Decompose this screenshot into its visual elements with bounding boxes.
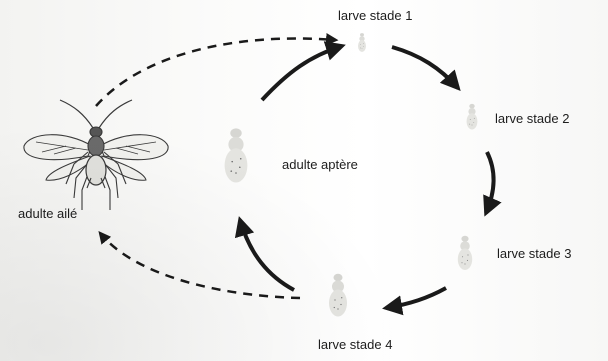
aphid-wingless-adult-icon [204, 101, 269, 196]
aphid-winged-adult-icon [24, 100, 168, 210]
aphid-larva-stage1-icon [351, 24, 373, 57]
dashed-arrow-aile-to-stade1 [96, 38, 336, 106]
aphid-larva-stage3-icon [445, 218, 486, 278]
label-adulte-aile: adulte ailé [18, 206, 77, 221]
aphid-larva-stage4-icon [313, 252, 364, 327]
dashed-arrow-stade4-to-aile [100, 233, 300, 298]
label-larve-stade-1: larve stade 1 [338, 8, 412, 23]
label-adulte-aptere: adulte aptère [282, 157, 358, 172]
solid-arrow-aptere-to-stade1 [262, 46, 342, 100]
label-larve-stade-3: larve stade 3 [497, 246, 571, 261]
solid-arrow-stade1-to-stade2 [392, 47, 458, 88]
label-larve-stade-4: larve stade 4 [318, 337, 392, 352]
solid-arrow-stade3-to-stade4 [386, 288, 446, 308]
solid-arrow-stade4-to-aptere [240, 220, 294, 290]
aphid-larva-stage2-icon [457, 91, 488, 136]
solid-arrow-stade2-to-stade3 [486, 152, 494, 213]
label-larve-stade-2: larve stade 2 [495, 111, 569, 126]
